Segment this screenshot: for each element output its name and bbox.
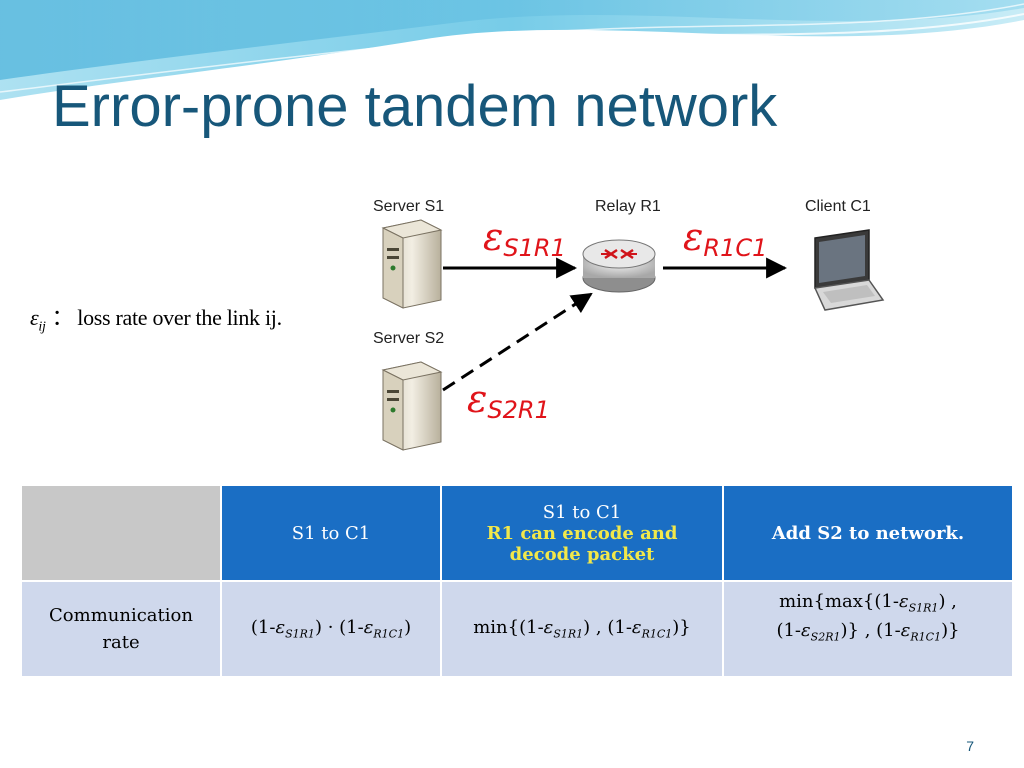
formula-subscript: S1R1 [553,628,584,642]
legend-text: loss rate over the link ij. [77,305,282,330]
rate-r1c1: εR1C1 [683,215,767,260]
formula-line-1: min{max{(1-εS1R1) , [730,588,1006,617]
link-s2-r1 [442,292,593,392]
formula-text: )} , (1- [840,620,901,642]
decorative-wave-header [0,0,1024,105]
page-number: 7 [966,738,974,754]
label-relay-r1: Relay R1 [595,198,661,215]
rate-formula-relay-coding: min{(1-εS1R1) , (1-εR1C1)} [440,580,724,678]
comparison-table: S1 to C1 S1 to C1 R1 can encode and deco… [20,484,1014,678]
formula-subscript: S1R1 [908,601,939,615]
network-diagram-graphics [381,219,885,451]
formula-text: (1- [250,617,276,639]
formula-subscript: R1C1 [373,628,405,642]
rate-formula-direct: (1-εS1R1) · (1-εR1C1) [220,580,442,678]
epsilon-symbol: ε [543,617,554,639]
formula-line-2: (1-εS2R1)} , (1-εR1C1)} [730,617,1006,646]
epsilon-symbol: ε [30,305,39,330]
rate-s1r1: εS1R1 [483,215,566,260]
rate-s1r1-subscript: S1R1 [503,234,566,262]
formula-text: ) , (1- [583,617,632,639]
server-s2-icon [381,361,443,451]
rate-formula-add-s2: min{max{(1-εS1R1) , (1-εS2R1)} , (1-εR1C… [722,580,1014,678]
table-header-row: S1 to C1 S1 to C1 R1 can encode and deco… [20,484,1014,582]
epsilon-symbol: ε [275,617,286,639]
formula-text: min{max{(1- [779,591,899,612]
label-server-s2: Server S2 [373,330,445,347]
header-add-s2: Add S2 to network. [722,484,1014,582]
formula-text: )} [672,617,691,639]
formula-text: min{(1- [473,617,544,639]
label-server-s1: Server S1 [373,198,445,215]
formula-text: · [321,617,340,639]
epsilon-symbol: ε [898,591,909,612]
formula-subscript: R1C1 [910,630,942,644]
header-relay-coding: S1 to C1 R1 can encode and decode packet [440,484,724,582]
relay-router-icon [582,239,656,293]
rate-r1c1-symbol: ε [683,215,704,259]
header-relay-coding-line1: S1 to C1 [542,501,622,523]
formula-text: ) [314,617,322,639]
epsilon-symbol: ε [801,620,811,642]
epsilon-symbol: ε [900,620,911,642]
formula-text: (1- [339,617,364,639]
legend-separator: ： [51,305,74,330]
label-client-c1: Client C1 [805,198,871,215]
rate-s1r1-symbol: ε [483,215,504,259]
formula-text: ) , [938,591,957,612]
rate-s2r1-symbol: ε [467,377,488,421]
formula-text: )} [941,620,960,642]
table-row: Communication rate (1-εS1R1) · (1-εR1C1)… [20,580,1014,678]
client-laptop-icon [813,229,885,311]
network-diagram: Server S1 Relay R1 Client C1 Server S2 ε… [343,168,909,468]
header-relay-coding-line2: R1 can encode and decode packet [486,522,678,565]
server-s1-icon [381,219,443,309]
formula-text: ) [404,617,412,639]
formula-subscript: S2R1 [810,630,841,644]
row-label: Communication rate [20,580,222,678]
epsilon-symbol: ε [363,617,374,639]
header-s1-to-c1: S1 to C1 [220,484,442,582]
loss-rate-definition: εij ：loss rate over the link ij. [30,300,282,335]
epsilon-subscript: ij [38,319,46,335]
rate-r1c1-subscript: R1C1 [703,234,768,262]
slide-title: Error-prone tandem network [52,74,778,139]
rate-s2r1: εS2R1 [467,377,550,422]
formula-subscript: S1R1 [285,628,315,642]
table-corner-cell [20,484,222,582]
formula-text: (1- [776,620,801,642]
epsilon-symbol: ε [631,617,642,639]
rate-s2r1-subscript: S2R1 [487,396,550,424]
formula-subscript: R1C1 [641,628,673,642]
